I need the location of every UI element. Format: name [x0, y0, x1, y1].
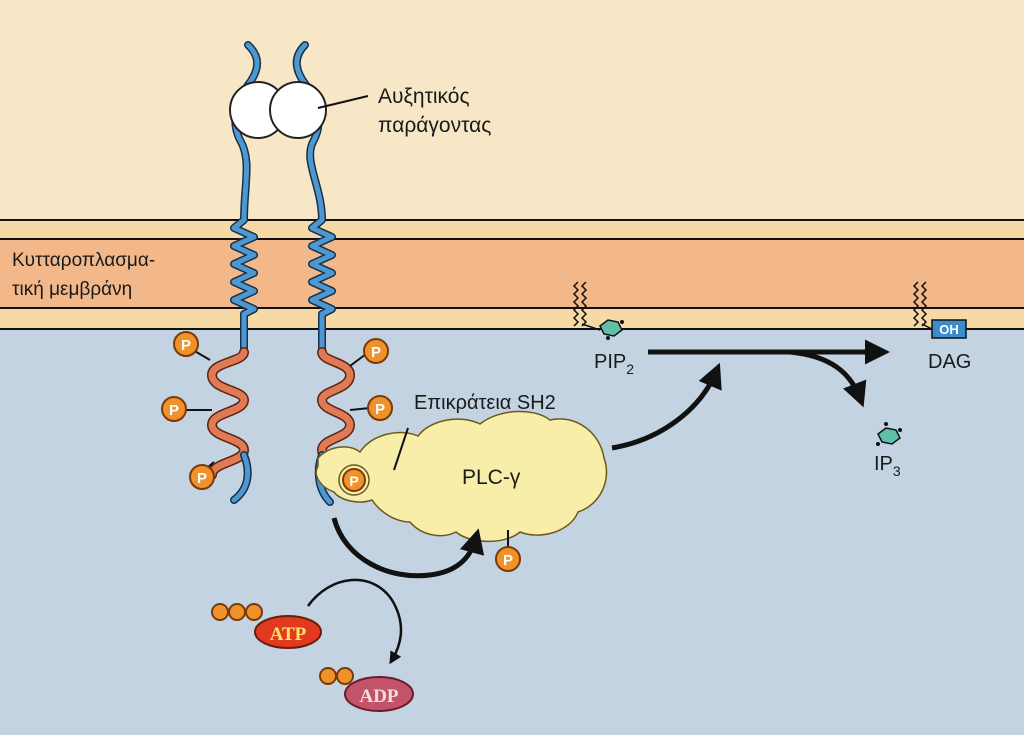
plc-activation-arrow	[611, 362, 722, 451]
phosphate-badge-l3: P	[189, 464, 215, 490]
ip3-label: IP3	[874, 453, 901, 479]
dag-label: DAG	[928, 351, 971, 373]
adp-label: ADP	[359, 686, 398, 707]
svg-text:P: P	[197, 470, 207, 487]
phosphate-badge-r2: P	[367, 395, 393, 421]
svg-text:P: P	[375, 401, 385, 418]
receptor-left	[206, 41, 261, 504]
growth-factor-label-line1: Αυξητικός	[378, 85, 470, 108]
plc-gamma-enzyme	[315, 410, 608, 543]
dag-lipid: OH	[912, 281, 967, 339]
atp-label: ATP	[270, 624, 307, 645]
svg-text:P: P	[349, 473, 358, 489]
oh-group	[931, 319, 967, 339]
phosphate-badge-plc: P	[495, 546, 521, 572]
svg-text:P: P	[181, 337, 191, 354]
phosphates-right	[349, 353, 371, 411]
ip3-molecule	[876, 422, 902, 446]
adp-molecule: ADP	[319, 667, 414, 712]
phosphorylation-arrow	[331, 517, 485, 579]
membrane-core	[0, 239, 1024, 308]
growth-factor	[229, 81, 369, 139]
growth-factor-label-line2: παράγοντας	[378, 114, 491, 137]
extracellular-space	[0, 0, 1024, 220]
atp-to-adp-arrow	[306, 578, 403, 665]
atp-molecule: ATP	[211, 603, 322, 649]
svg-text:P: P	[169, 402, 179, 419]
svg-text:P: P	[503, 552, 513, 569]
phosphate-badge-l1: P	[173, 331, 199, 357]
svg-text:OH: OH	[939, 322, 959, 337]
plc-gamma-label: PLC-γ	[462, 466, 521, 489]
phosphate-badge-r1: P	[363, 338, 389, 364]
sh2-domain-label: Επικράτεια SH2	[414, 392, 556, 414]
phosphate-badge-l2: P	[161, 396, 187, 422]
pip2-lipid	[572, 281, 624, 340]
membrane-label-line1: Κυτταροπλασμα-	[12, 250, 155, 271]
sh2-bound-phosphate: P	[338, 464, 370, 496]
membrane-label-line2: τική μεμβράνη	[12, 279, 132, 300]
pip2-label: PIP2	[594, 351, 634, 377]
svg-text:P: P	[371, 344, 381, 361]
pip2-to-ip3-arrow	[789, 349, 867, 408]
